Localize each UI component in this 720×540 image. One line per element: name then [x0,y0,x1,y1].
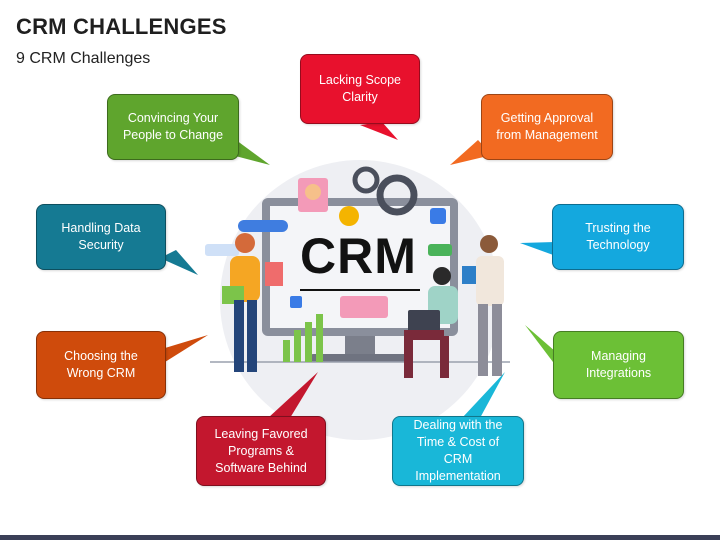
bubble-line: Convincing Your [127,111,219,125]
bubble-line: Software Behind [215,460,307,475]
crm-center-label: CRM [300,228,417,284]
bubble-managing-integrations: Managing Integrations [553,331,684,399]
bubble-line: Trusting the [585,221,651,235]
chat-left-icon [205,244,239,256]
bubble-line: People to Change [122,128,224,142]
tail-trusting [520,242,556,256]
tail-integrations [525,325,556,366]
bubble-line: Implementation [415,469,501,483]
dollar-coin-icon [339,206,359,226]
bubble-line: Programs & [228,443,294,458]
bubble-line: from Management [496,128,598,142]
seated-man-figure [404,267,458,378]
bubble-line: Dealing with the [413,418,503,432]
page-subtitle: 9 CRM Challenges [16,50,151,67]
bubble-line: Technology [586,238,650,252]
bar-icon-4 [316,314,323,362]
tail-leaving [268,372,318,418]
bubble-wrong-crm: Choosing the Wrong CRM [36,331,166,399]
bubble-convincing: Convincing Your People to Change [107,94,239,160]
tail-choosing [165,335,208,362]
bubble-lacking-scope: Lacking Scope Clarity [300,54,420,124]
woman-figure [222,233,283,372]
standing-man-figure [462,235,504,376]
monitor-base [310,354,410,362]
tail-lacking [360,122,398,140]
bubble-data-security: Handling Data Security [36,204,166,270]
bubble-line: Choosing the [64,349,138,363]
bubble-line: Wrong CRM [66,366,136,380]
bubble-line: Security [78,238,124,252]
tail-security [160,250,198,275]
bubble-line: Getting Approval [500,111,594,125]
large-gear-icon [376,174,418,216]
bubble-line: Integrations [585,366,652,380]
rating-stars-icon [238,220,288,232]
bubble-line: Managing [591,349,646,363]
bubble-line: Clarity [342,90,378,104]
bubble-getting-approval: Getting Approval from Management [481,94,613,160]
like-icon [430,208,446,224]
page-title: CRM CHALLENGES [16,14,227,39]
like-small-icon [290,296,302,308]
bar-icon-1 [283,340,290,362]
monitor-neck [345,336,375,356]
tail-timecost [462,372,505,418]
chat-icon [428,244,452,256]
bubble-line: Handling Data [61,221,141,235]
bottom-bar [0,535,720,540]
bar-icon-2 [294,330,301,362]
bubble-line: Leaving Favored [214,426,308,441]
profile-badge-icon [340,296,388,318]
bubble-line: Time & Cost of CRM [416,435,500,466]
bubble-line: Lacking Scope [318,73,401,87]
bar-icon-3 [305,322,312,362]
small-gear-icon [352,166,380,194]
bubble-leaving-programs: Leaving Favored Programs & Software Behi… [196,416,326,486]
bubble-time-cost: Dealing with the Time & Cost of CRM Impl… [392,416,524,486]
bubble-trusting-technology: Trusting the Technology [552,204,684,270]
